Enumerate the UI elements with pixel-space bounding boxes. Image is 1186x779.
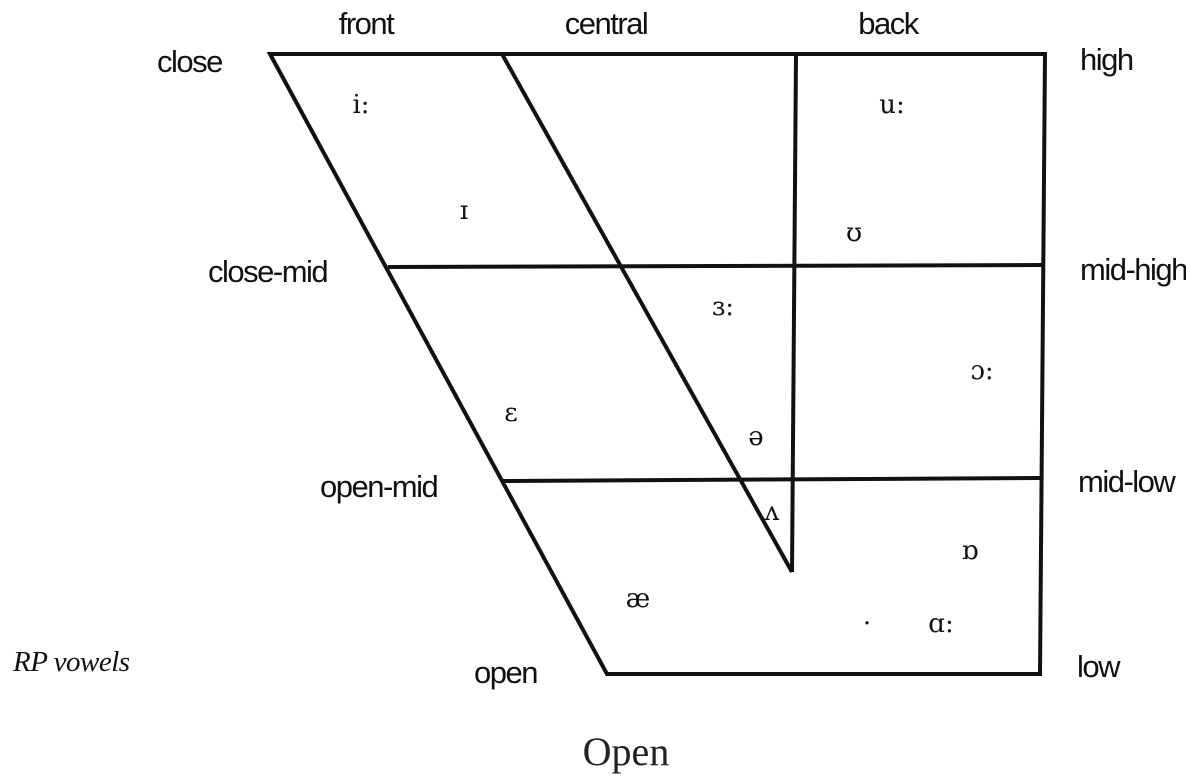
- vowel-u-long: u:: [879, 90, 905, 120]
- chart-lines: [266, 52, 1048, 676]
- vowel-ah-long: ɑ:: [928, 609, 953, 639]
- vowel-ash: æ: [626, 584, 650, 614]
- vowel-i-long: i:: [352, 90, 369, 120]
- open-mid-line: [502, 476, 1042, 483]
- vowel-er-long: ɜ:: [712, 292, 734, 322]
- chart-caption: RP vowels: [12, 646, 130, 678]
- close-mid-line: [387, 263, 1044, 269]
- stray-dot-mark: ·: [863, 609, 871, 639]
- height-label-close: close: [157, 44, 222, 79]
- column-label-front: front: [339, 6, 395, 41]
- vowel-wedge: ʌ: [764, 497, 780, 527]
- back-vertical-line: [790, 53, 798, 573]
- height-label-mid-high: mid-high: [1080, 252, 1186, 287]
- footer-text: Open: [583, 729, 670, 774]
- central-diagonal-line: [500, 53, 794, 573]
- height-label-mid-low: mid-low: [1078, 464, 1176, 499]
- vowel-small-i: ɪ: [460, 196, 468, 226]
- height-label-close-mid: close-mid: [208, 254, 327, 289]
- vowel-epsilon: ɛ: [504, 398, 517, 428]
- quadrilateral-outline: [266, 52, 1048, 676]
- vowel-schwa: ə: [748, 422, 763, 452]
- column-label-back: back: [858, 6, 919, 41]
- height-label-high: high: [1080, 42, 1133, 77]
- height-label-open-mid: open-mid: [320, 469, 437, 504]
- column-label-central: central: [565, 6, 648, 41]
- height-label-low: low: [1077, 649, 1121, 684]
- vowel-turned-a: ɒ: [962, 536, 979, 566]
- height-label-open: open: [474, 655, 537, 690]
- vowel-upsilon: ʊ: [846, 218, 862, 248]
- vowel-aw-long: ɔ:: [970, 356, 993, 386]
